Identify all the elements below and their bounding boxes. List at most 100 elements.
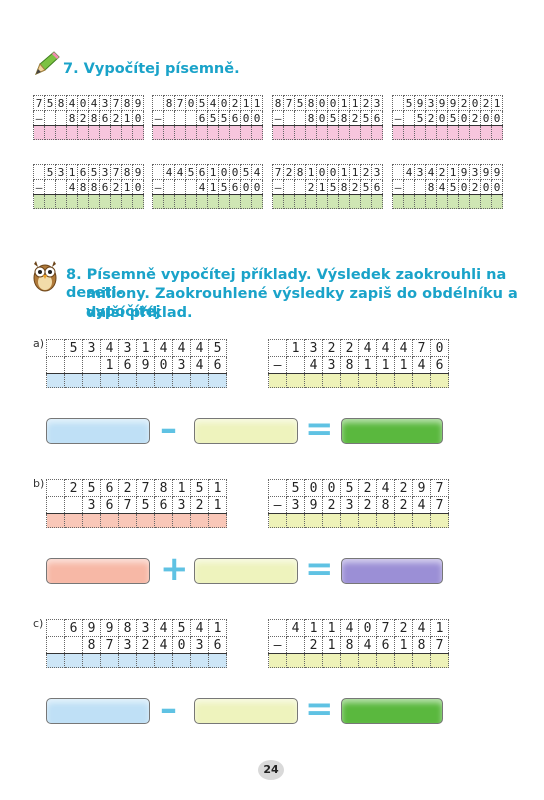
answer-cell[interactable] [136, 653, 155, 668]
answer-cell[interactable] [64, 653, 83, 668]
rounded-result-box[interactable] [46, 418, 150, 444]
result-box[interactable] [341, 558, 443, 584]
answer-cell[interactable] [33, 194, 45, 209]
answer-cell[interactable] [430, 373, 449, 388]
answer-cell[interactable] [163, 125, 175, 140]
answer-cell[interactable] [100, 513, 119, 528]
answer-cell[interactable] [66, 125, 78, 140]
rounded-result-box[interactable] [46, 558, 150, 584]
answer-cell[interactable] [163, 194, 175, 209]
answer-cell[interactable] [100, 653, 119, 668]
answer-cell[interactable] [371, 125, 383, 140]
answer-cell[interactable] [436, 125, 448, 140]
answer-cell[interactable] [88, 125, 100, 140]
answer-cell[interactable] [392, 125, 404, 140]
answer-cell[interactable] [360, 125, 372, 140]
answer-cell[interactable] [358, 513, 377, 528]
answer-cell[interactable] [327, 125, 339, 140]
answer-cell[interactable] [172, 373, 191, 388]
answer-cell[interactable] [196, 125, 208, 140]
rounded-result-box[interactable] [194, 698, 298, 724]
answer-cell[interactable] [403, 125, 415, 140]
answer-cell[interactable] [185, 194, 197, 209]
answer-cell[interactable] [268, 373, 287, 388]
answer-cell[interactable] [118, 373, 137, 388]
answer-cell[interactable] [208, 373, 227, 388]
answer-cell[interactable] [154, 653, 173, 668]
answer-cell[interactable] [268, 653, 287, 668]
answer-cell[interactable] [82, 653, 101, 668]
answer-cell[interactable] [425, 125, 437, 140]
answer-cell[interactable] [44, 194, 56, 209]
answer-cell[interactable] [305, 125, 317, 140]
answer-cell[interactable] [430, 653, 449, 668]
answer-cell[interactable] [64, 373, 83, 388]
answer-cell[interactable] [349, 125, 361, 140]
answer-cell[interactable] [218, 194, 230, 209]
answer-cell[interactable] [392, 194, 404, 209]
answer-cell[interactable] [99, 125, 111, 140]
answer-cell[interactable] [110, 125, 122, 140]
answer-cell[interactable] [447, 125, 459, 140]
result-box[interactable] [341, 418, 443, 444]
answer-cell[interactable] [286, 653, 305, 668]
answer-cell[interactable] [294, 194, 306, 209]
answer-cell[interactable] [132, 125, 144, 140]
answer-cell[interactable] [394, 513, 413, 528]
answer-cell[interactable] [338, 194, 350, 209]
answer-cell[interactable] [64, 513, 83, 528]
answer-cell[interactable] [99, 194, 111, 209]
answer-cell[interactable] [132, 194, 144, 209]
answer-cell[interactable] [46, 373, 65, 388]
answer-cell[interactable] [458, 125, 470, 140]
answer-cell[interactable] [118, 653, 137, 668]
answer-cell[interactable] [240, 194, 252, 209]
answer-cell[interactable] [44, 125, 56, 140]
answer-cell[interactable] [172, 653, 191, 668]
answer-cell[interactable] [190, 513, 209, 528]
answer-cell[interactable] [430, 513, 449, 528]
answer-cell[interactable] [322, 513, 341, 528]
answer-cell[interactable] [322, 373, 341, 388]
answer-cell[interactable] [304, 373, 323, 388]
answer-cell[interactable] [360, 194, 372, 209]
answer-cell[interactable] [376, 373, 395, 388]
answer-cell[interactable] [414, 194, 426, 209]
answer-cell[interactable] [283, 125, 295, 140]
answer-cell[interactable] [100, 373, 119, 388]
answer-cell[interactable] [394, 653, 413, 668]
answer-cell[interactable] [174, 194, 186, 209]
answer-cell[interactable] [340, 513, 359, 528]
answer-cell[interactable] [394, 373, 413, 388]
answer-cell[interactable] [121, 194, 133, 209]
answer-cell[interactable] [349, 194, 361, 209]
answer-cell[interactable] [469, 194, 481, 209]
answer-cell[interactable] [294, 125, 306, 140]
answer-cell[interactable] [33, 125, 45, 140]
answer-cell[interactable] [371, 194, 383, 209]
answer-cell[interactable] [208, 653, 227, 668]
answer-cell[interactable] [376, 513, 395, 528]
rounded-result-box[interactable] [46, 698, 150, 724]
answer-cell[interactable] [283, 194, 295, 209]
answer-cell[interactable] [88, 194, 100, 209]
answer-cell[interactable] [272, 194, 284, 209]
answer-cell[interactable] [190, 373, 209, 388]
answer-cell[interactable] [425, 194, 437, 209]
answer-cell[interactable] [305, 194, 317, 209]
answer-cell[interactable] [338, 125, 350, 140]
answer-cell[interactable] [152, 194, 164, 209]
answer-cell[interactable] [207, 125, 219, 140]
answer-cell[interactable] [207, 194, 219, 209]
answer-cell[interactable] [136, 513, 155, 528]
answer-cell[interactable] [304, 653, 323, 668]
answer-cell[interactable] [286, 373, 305, 388]
rounded-result-box[interactable] [194, 558, 298, 584]
answer-cell[interactable] [218, 125, 230, 140]
answer-cell[interactable] [82, 513, 101, 528]
answer-cell[interactable] [185, 125, 197, 140]
answer-cell[interactable] [77, 125, 89, 140]
answer-cell[interactable] [251, 194, 263, 209]
answer-cell[interactable] [316, 125, 328, 140]
answer-cell[interactable] [447, 194, 459, 209]
